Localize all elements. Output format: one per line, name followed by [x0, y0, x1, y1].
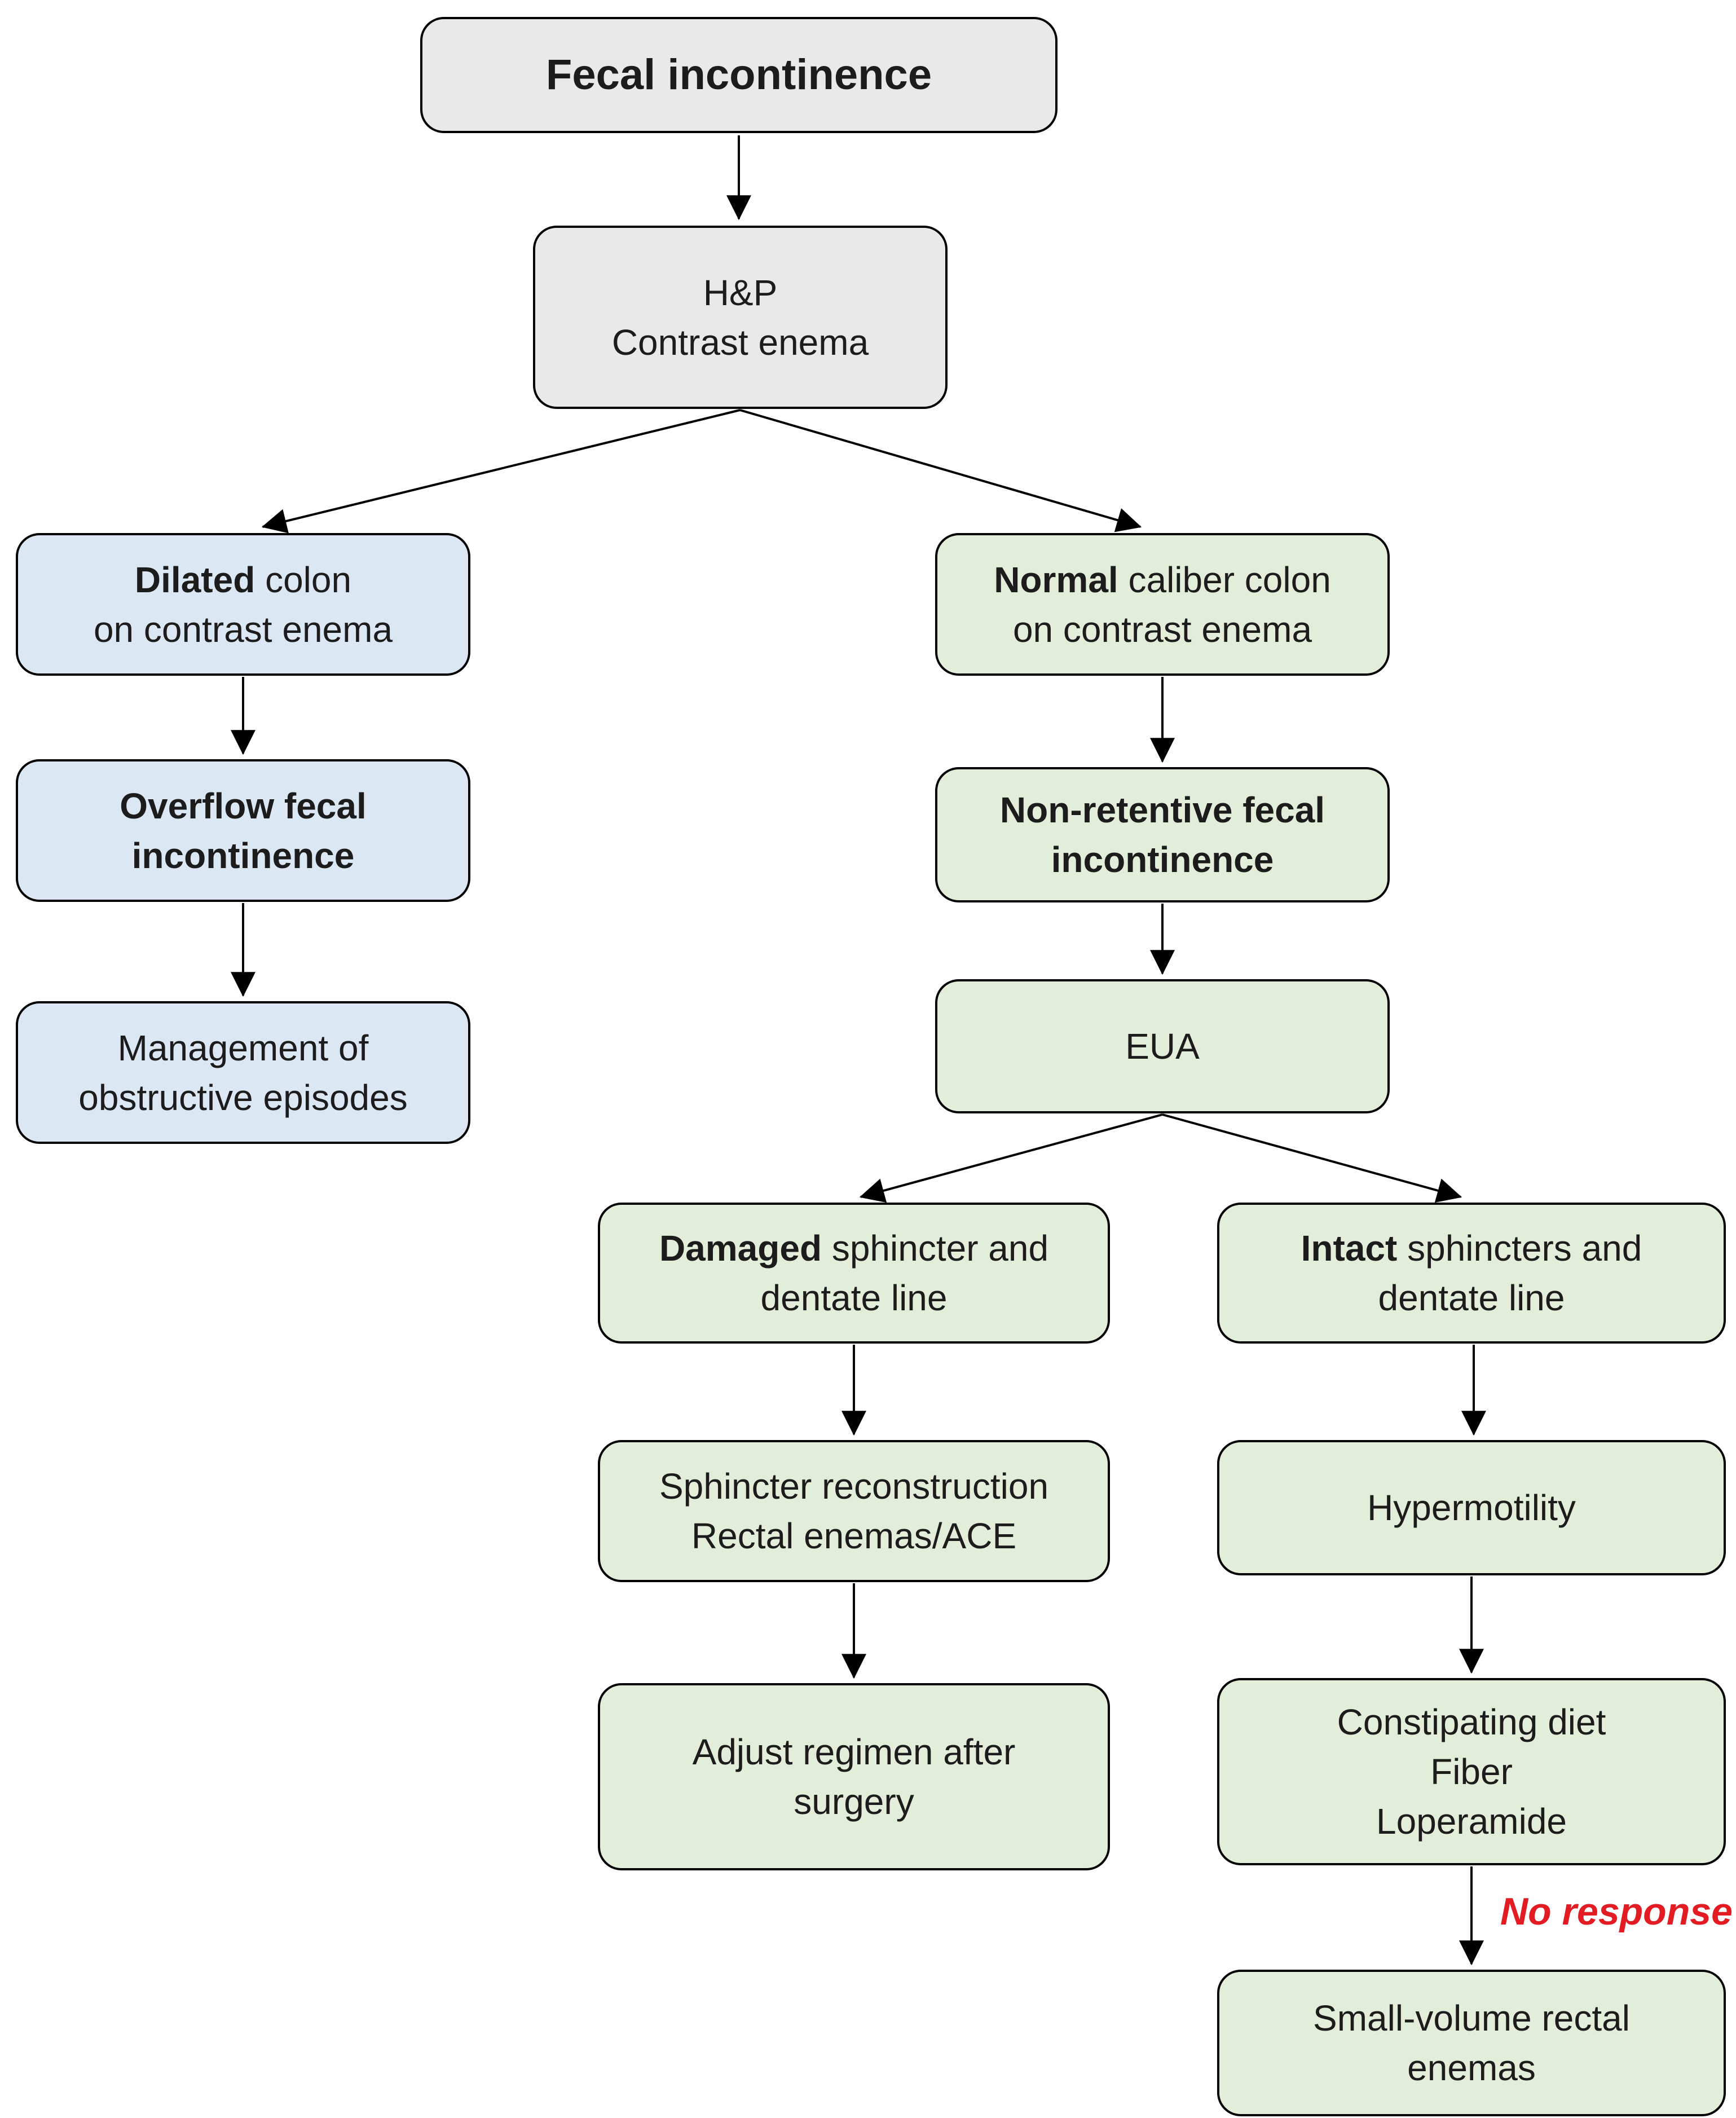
node-label-line1: Non-retentive fecal	[999, 790, 1325, 830]
node-label: Fecal incontinence	[545, 51, 932, 99]
node-label-line1: Adjust regimen after	[692, 1732, 1016, 1772]
node-label-line1: Normal caliber colon	[994, 559, 1331, 600]
node-constipating-diet: Constipating diet Fiber Loperamide	[1217, 1678, 1726, 1865]
node-label-line2: Fiber	[1430, 1751, 1513, 1792]
node-sphincter-reconstruction: Sphincter reconstruction Rectal enemas/A…	[598, 1440, 1110, 1582]
arrow-hp-to-dilated	[261, 409, 741, 534]
node-label-line1: Damaged sphincter and	[659, 1228, 1049, 1269]
node-label-line2: on contrast enema	[1012, 609, 1312, 650]
node-dilated-colon: Dilated colon on contrast enema	[16, 533, 470, 676]
node-label-line2: on contrast enema	[93, 609, 393, 650]
edge-label-no-response: No response	[1500, 1890, 1733, 1934]
node-adjust-regimen: Adjust regimen after surgery	[598, 1683, 1110, 1870]
node-damaged-sphincter: Damaged sphincter and dentate line	[598, 1203, 1110, 1344]
node-intact-sphincters: Intact sphincters and dentate line	[1217, 1203, 1726, 1344]
node-label-line3: Loperamide	[1376, 1801, 1567, 1842]
node-fecal-incontinence: Fecal incontinence	[420, 17, 1058, 133]
node-normal-caliber-colon: Normal caliber colon on contrast enema	[935, 533, 1390, 676]
node-label-line2: dentate line	[1378, 1278, 1565, 1318]
node-label-line1: Management of	[117, 1027, 369, 1068]
node-label-line1: Intact sphincters and	[1301, 1228, 1642, 1269]
node-label: EUA	[1125, 1026, 1200, 1067]
arrow-eua-to-intact	[1162, 1113, 1462, 1203]
node-hypermotility: Hypermotility	[1217, 1440, 1726, 1575]
arrow-hp-to-normal	[739, 409, 1142, 532]
node-label-line2: Contrast enema	[611, 322, 869, 363]
node-hp-contrast-enema: H&P Contrast enema	[533, 226, 948, 409]
node-label-line2: surgery	[794, 1781, 914, 1822]
node-label-line2: dentate line	[760, 1278, 948, 1318]
node-label-line1: Constipating diet	[1337, 1702, 1606, 1742]
node-nonretentive-fecal-incontinence: Non-retentive fecal incontinence	[935, 767, 1390, 902]
arrow-eua-to-damaged	[859, 1113, 1163, 1203]
node-overflow-fecal-incontinence: Overflow fecal incontinence	[16, 759, 470, 902]
node-management-obstructive-episodes: Management of obstructive episodes	[16, 1001, 470, 1144]
node-label-line2: incontinence	[131, 835, 355, 876]
node-label-line2: Rectal enemas/ACE	[691, 1516, 1017, 1556]
node-label-line2: enemas	[1407, 2047, 1536, 2088]
node-small-volume-rectal-enemas: Small-volume rectal enemas	[1217, 1970, 1726, 2116]
node-eua: EUA	[935, 979, 1390, 1113]
node-label-line1: Dilated colon	[134, 559, 352, 600]
node-label-line1: Sphincter reconstruction	[659, 1466, 1049, 1507]
node-label: Hypermotility	[1367, 1487, 1576, 1528]
node-label-line1: Overflow fecal	[120, 785, 367, 826]
edge-label-text: No response	[1500, 1890, 1733, 1933]
node-label-line2: incontinence	[1051, 839, 1274, 880]
node-label-line2: obstructive episodes	[78, 1077, 408, 1118]
node-label-line1: H&P	[703, 272, 778, 313]
node-label-line1: Small-volume rectal	[1313, 1998, 1630, 2038]
